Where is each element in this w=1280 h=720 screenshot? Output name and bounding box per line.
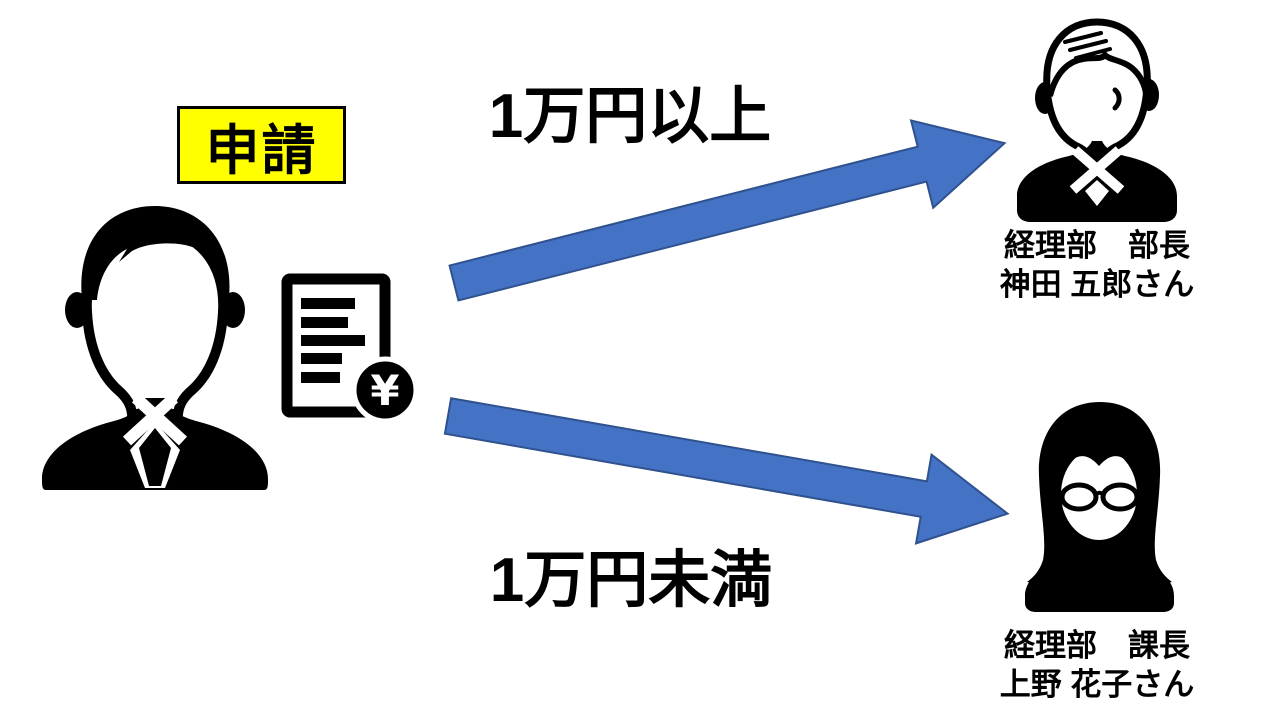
- chief-label: 経理部 課長 上野 花子さん: [967, 626, 1227, 704]
- manager-label: 経理部 部長 神田 五郎さん: [967, 226, 1227, 304]
- expense-document-icon: ¥: [281, 273, 419, 424]
- yen-circle: [351, 356, 419, 424]
- arrow-below-threshold: [443, 397, 1010, 545]
- yen-symbol: ¥: [370, 366, 399, 415]
- chief-name: 上野 花子さん: [999, 667, 1195, 702]
- chief-woman-icon: [1025, 402, 1174, 612]
- condition-above-label: 1万円以上: [488, 82, 772, 151]
- condition-below-label: 1万円未満: [489, 546, 773, 615]
- applicant-businessman-icon: [42, 206, 268, 490]
- manager-older-man-icon: [1017, 18, 1177, 222]
- request-badge: 申請: [177, 106, 346, 184]
- arrow-above-threshold: [448, 119, 1007, 302]
- manager-name: 神田 五郎さん: [999, 267, 1195, 302]
- manager-title: 経理部 部長: [1004, 228, 1190, 263]
- chief-title: 経理部 課長: [1004, 628, 1190, 663]
